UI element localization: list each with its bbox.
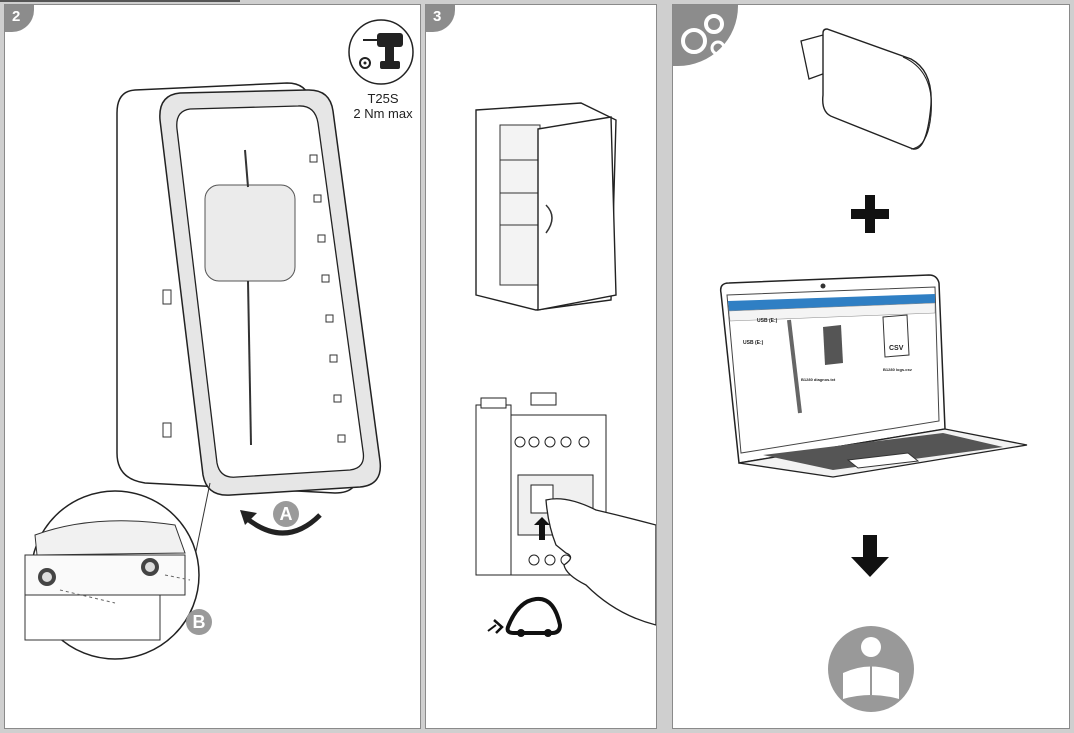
label-a-badge: A bbox=[273, 501, 299, 527]
electrical-cabinet-illustration bbox=[475, 102, 617, 311]
label-b-badge: B bbox=[186, 609, 212, 635]
circuit-breaker-illustration bbox=[475, 392, 656, 626]
plus-icon bbox=[851, 195, 889, 233]
file-txt-name: B1280 diagnos.txt bbox=[801, 377, 836, 382]
step-number-badge: 2 bbox=[5, 5, 34, 32]
electric-car-plug-icon bbox=[487, 596, 563, 637]
file-csv-name: B1280 logs.csv bbox=[883, 367, 912, 372]
gears-icon bbox=[673, 5, 738, 66]
bit-size-label: T25S bbox=[367, 91, 399, 106]
usb-stick-icon bbox=[800, 28, 932, 150]
file-csv-type: CSV bbox=[889, 345, 904, 352]
top-edge-strip bbox=[0, 0, 240, 2]
torque-label: 2 Nm max bbox=[353, 106, 413, 121]
window-path-text: USB (E:) bbox=[757, 318, 778, 324]
laptop-icon bbox=[719, 274, 1028, 478]
torx-icon bbox=[359, 57, 371, 69]
reading-person-icon bbox=[828, 626, 914, 712]
usb-sidebar-label: USB (E:) bbox=[743, 340, 764, 346]
step-2-panel: 2 bbox=[4, 4, 421, 729]
step-3-panel: 3 bbox=[425, 4, 657, 729]
wallbox-illustration bbox=[24, 82, 382, 660]
torque-spec: T25S 2 Nm max bbox=[345, 91, 420, 121]
configuration-panel: USB (E:) USB (E:) B1280 diagnos.txt CSV … bbox=[672, 4, 1070, 729]
down-arrow-icon bbox=[851, 535, 889, 577]
